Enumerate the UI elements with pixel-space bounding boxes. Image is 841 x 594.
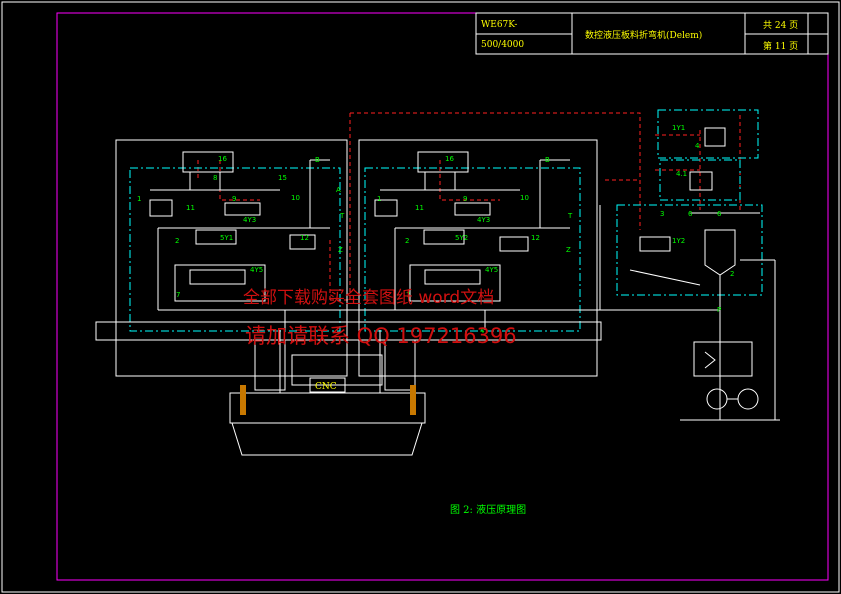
left-block-label: 4Y3	[243, 216, 256, 224]
left-block-label: 4Y5	[250, 266, 263, 274]
right-block-label: T	[567, 212, 573, 220]
watermark-line2: 请加请联系 QQ 197216396	[245, 324, 517, 348]
right-block-label: Z	[566, 246, 571, 254]
right-block-label: 1	[377, 195, 381, 203]
drawing-title: 数控液压板料折弯机(Delem)	[585, 29, 702, 41]
right-block-label: 10	[520, 194, 529, 202]
left-block-label: 9	[232, 195, 236, 203]
pump-station-labels: 1Y1 4 4.1 3 6 6 1Y2 2P	[660, 124, 734, 314]
left-block-label: 15	[278, 174, 287, 182]
press-frame	[95, 321, 602, 456]
pump-station-label: 6	[688, 210, 693, 218]
right-block-label: 2	[405, 237, 409, 245]
right-block-label: 12	[531, 234, 540, 242]
main-supply-lines	[284, 205, 720, 330]
right-block-label: B	[545, 156, 550, 164]
cnc-label: CNC	[315, 382, 337, 392]
left-block-label: T	[339, 212, 345, 220]
model-line1: WE67K-	[481, 20, 517, 30]
cnc-unit	[309, 377, 346, 393]
page-number: 第 11 页	[763, 40, 798, 52]
left-block-label: 1	[137, 195, 141, 203]
right-valve-block	[358, 139, 598, 377]
right-block-label: 16	[445, 155, 454, 163]
model-line2: 500/4000	[481, 40, 524, 50]
right-block-label: 4Y5	[485, 266, 498, 274]
pump-station-label: 1Y1	[672, 124, 685, 132]
title-block: WE67K- 500/4000 数控液压板料折弯机(Delem) 共 24 页 …	[475, 12, 829, 55]
right-block-label: 4	[480, 327, 485, 335]
pump-station-label: 1Y2	[672, 237, 685, 245]
right-block-label: 11	[415, 204, 424, 212]
drawing-frame	[56, 12, 829, 581]
pump-station-label: 4.1	[676, 170, 687, 178]
left-block-label: Z	[338, 246, 343, 254]
pump-station-label: 3	[660, 210, 664, 218]
left-block-label: 7	[176, 291, 180, 299]
pilot-lines	[197, 112, 741, 301]
pump-station	[616, 109, 780, 421]
pump-station-label: 2	[730, 270, 734, 278]
right-block-label: 7	[406, 291, 410, 299]
pump-station-label: 4	[695, 142, 700, 150]
right-block-label: 5Y2	[455, 234, 468, 242]
left-block-label: A	[336, 186, 341, 194]
left-valve-block	[115, 139, 348, 377]
total-pages: 共 24 页	[763, 20, 798, 31]
left-block-label: 2	[175, 237, 179, 245]
left-block-label: 5Y1	[220, 234, 233, 242]
right-block-label: 4Y3	[477, 216, 490, 224]
left-block-label: 16	[218, 155, 227, 163]
pump-station-label: P	[717, 306, 721, 314]
left-block-label: 11	[186, 204, 195, 212]
left-block-label: B	[315, 156, 320, 164]
left-block-label: 10	[291, 194, 300, 202]
left-block-label: 12	[300, 234, 309, 242]
watermark-line1: 全部下载购买全套图纸 word文档	[243, 288, 494, 308]
pump-station-label: 6	[717, 210, 722, 218]
left-block-label: 8	[213, 174, 217, 182]
right-block-label: 9	[463, 195, 467, 203]
figure-caption: 图 2: 液压原理图	[450, 503, 526, 516]
